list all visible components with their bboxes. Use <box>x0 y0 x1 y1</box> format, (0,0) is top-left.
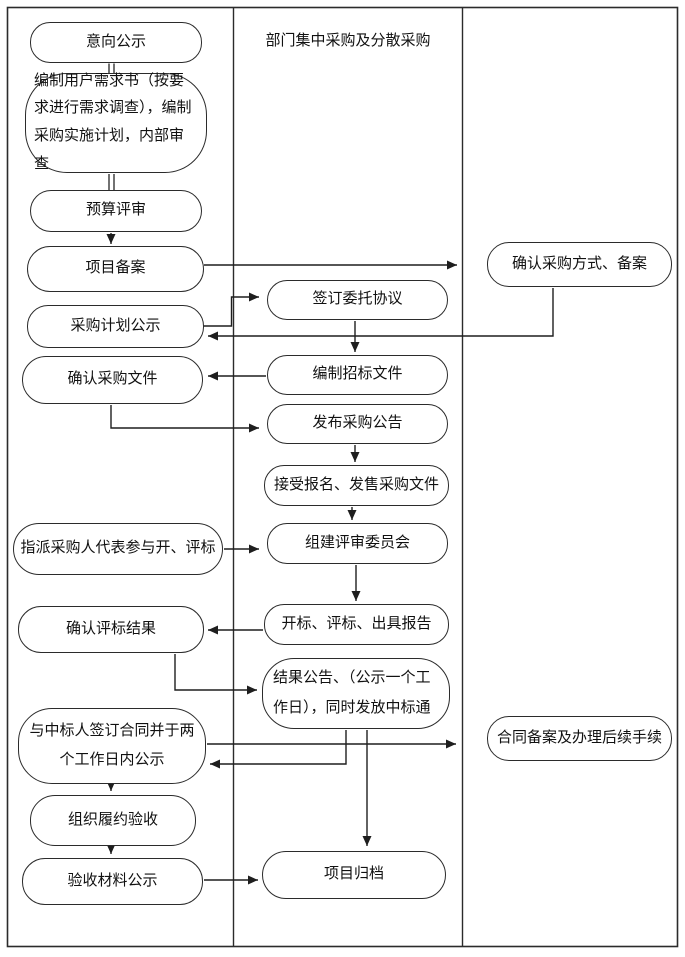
flow-node-acceptance-publicity: 验收材料公示 <box>22 858 203 905</box>
arrow-results-to-resultnotice <box>174 654 257 695</box>
arrow-plan-to-agreement <box>203 292 259 327</box>
flow-node-intent-publicity: 意向公示 <box>30 22 202 63</box>
flow-node-contract-filing: 合同备案及办理后续手续 <box>487 716 672 761</box>
flow-node-organize-acceptance: 组织履约验收 <box>30 795 196 846</box>
flow-node-publish-announcement: 发布采购公告 <box>267 404 448 444</box>
flow-node-project-archive: 项目归档 <box>262 851 446 899</box>
flow-node-sign-contract: 与中标人签订合同并于两个工作日内公示 <box>18 708 206 784</box>
lane-header: 部门集中采购及分散采购 <box>265 33 431 49</box>
flow-node-confirm-documents: 确认采购文件 <box>22 356 203 404</box>
flow-node-accept-registration: 接受报名、发售采购文件 <box>264 465 449 506</box>
flow-node-confirm-results: 确认评标结果 <box>18 606 204 653</box>
flow-node-appoint-representative: 指派采购人代表参与开、评标 <box>13 523 223 575</box>
flow-node-prepare-tender: 编制招标文件 <box>267 355 448 395</box>
flow-node-bid-opening: 开标、评标、出具报告 <box>264 604 449 645</box>
arrow-resultnotice-to-contract <box>210 730 347 769</box>
arrow-confirmdocs-to-announce <box>110 405 259 433</box>
flow-node-prepare-requirements: 编制用户需求书（按要求进行需求调查），编制采购实施计划，内部审查 <box>25 73 207 173</box>
flow-node-plan-publicity: 采购计划公示 <box>27 305 204 348</box>
flow-node-sign-agreement: 签订委托协议 <box>267 280 448 320</box>
flow-node-result-announcement: 结果公告、（公示一个工作日），同时发放中标通 <box>262 658 450 729</box>
flow-node-project-filing: 项目备案 <box>27 246 204 292</box>
flow-node-confirm-method: 确认采购方式、备案 <box>487 242 672 287</box>
flow-node-form-committee: 组建评审委员会 <box>267 523 448 564</box>
flow-node-budget-review: 预算评审 <box>30 190 202 232</box>
